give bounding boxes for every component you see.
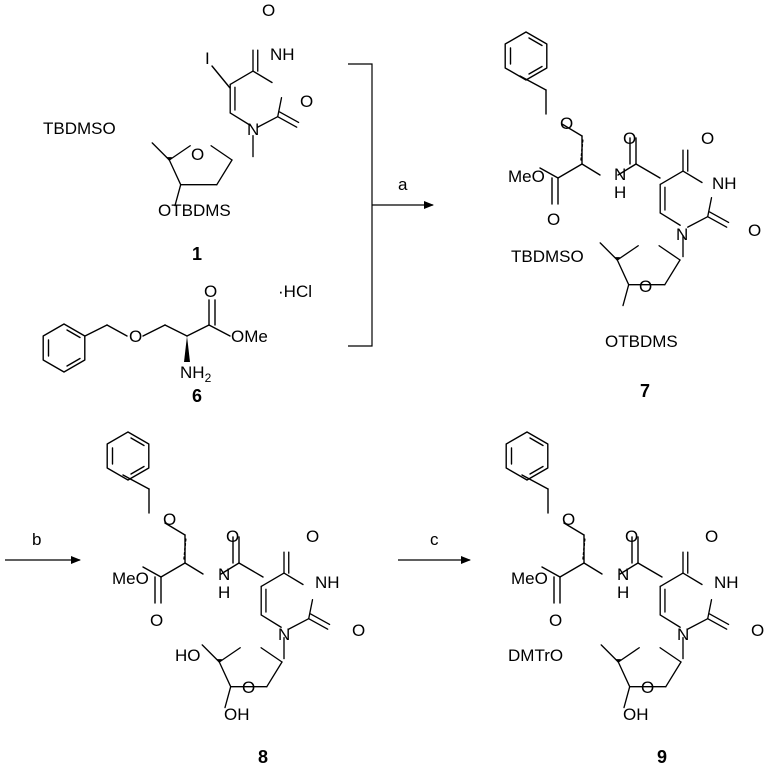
compound-1: I O NH O N O TBDMSO OTBDMS 1: [43, 1, 313, 264]
ring-o-label: O: [639, 277, 652, 296]
compound-6: O O OMe NH2 ·HCl 6: [42, 282, 312, 406]
amide-h-label: H: [617, 583, 629, 602]
carbonyl-o-label: O: [262, 1, 275, 20]
hydroxy-3p-label: OH: [623, 705, 649, 724]
compound-9: O MeO O N H O O NH O N O DMTrO OH 9: [505, 431, 764, 767]
carbonyl-o-label: O: [150, 611, 163, 630]
protect-5p-label: TBDMSO: [43, 119, 116, 138]
step-label: b: [32, 530, 41, 549]
compound-number: 7: [640, 381, 650, 401]
carbonyl-o-label: O: [300, 92, 313, 111]
carbonyl-o-label: O: [748, 221, 761, 240]
ring-o-label: O: [641, 678, 654, 697]
step-c: c: [398, 530, 471, 564]
ester-label: OMe: [231, 327, 268, 346]
carbonyl-o-label: O: [226, 527, 239, 546]
compound-number: 1: [192, 244, 202, 264]
step-label: c: [430, 530, 439, 549]
carbonyl-o-label: O: [625, 527, 638, 546]
amide-n-label: N: [614, 165, 626, 184]
iodo-label: I: [205, 49, 210, 68]
ether-o-label: O: [560, 114, 573, 133]
protect-5p-label: TBDMSO: [511, 247, 584, 266]
step-b: b: [5, 530, 81, 564]
nh-label: NH: [712, 174, 737, 193]
protect-3p-label: OTBDMS: [158, 201, 231, 220]
step-label: a: [398, 175, 408, 194]
n1-label: N: [677, 625, 689, 644]
amide-h-label: H: [614, 183, 626, 202]
nh-label: NH: [315, 573, 340, 592]
compound-8: O MeO O N H O O NH O N O HO OH 8: [106, 431, 365, 767]
carbonyl-o-label: O: [623, 129, 636, 148]
protect-3p-label: OTBDMS: [605, 332, 678, 351]
carbonyl-o-label: O: [705, 527, 718, 546]
carbonyl-o-label: O: [751, 621, 764, 640]
carbonyl-o-label: O: [204, 282, 217, 301]
amide-n-label: N: [218, 565, 230, 584]
nh-label: NH: [714, 573, 739, 592]
n1-label: N: [247, 120, 259, 139]
ether-o-label: O: [562, 510, 575, 529]
ether-o-label: O: [129, 327, 142, 346]
compound-number: 8: [258, 747, 268, 767]
protect-5p-label: DMTrO: [508, 646, 563, 665]
carbonyl-o-label: O: [352, 621, 365, 640]
ether-o-label: O: [163, 510, 176, 529]
carbonyl-o-label: O: [701, 129, 714, 148]
compound-7: O MeO O N H O O NH O N O TBDMSO OTBDMS 7: [504, 31, 761, 401]
n1-label: N: [278, 625, 290, 644]
hydroxy-5p-label: HO: [175, 646, 201, 665]
n1-label: N: [676, 225, 688, 244]
amide-h-label: H: [218, 583, 230, 602]
amine-label: NH2: [180, 363, 212, 385]
compound-number: 9: [657, 747, 667, 767]
step-a: a: [348, 63, 434, 347]
ring-o-label: O: [191, 145, 204, 164]
ester-label: MeO: [511, 569, 548, 588]
ring-o-label: O: [242, 678, 255, 697]
carbonyl-o-label: O: [306, 527, 319, 546]
nh-label: NH: [270, 45, 295, 64]
hydroxy-3p-label: OH: [224, 705, 250, 724]
ester-label: MeO: [112, 569, 149, 588]
carbonyl-o-label: O: [549, 611, 562, 630]
carbonyl-o-label: O: [547, 210, 560, 229]
amide-n-label: N: [617, 565, 629, 584]
compound-number: 6: [192, 386, 202, 406]
salt-label: ·HCl: [278, 282, 312, 301]
ester-label: MeO: [508, 167, 545, 186]
